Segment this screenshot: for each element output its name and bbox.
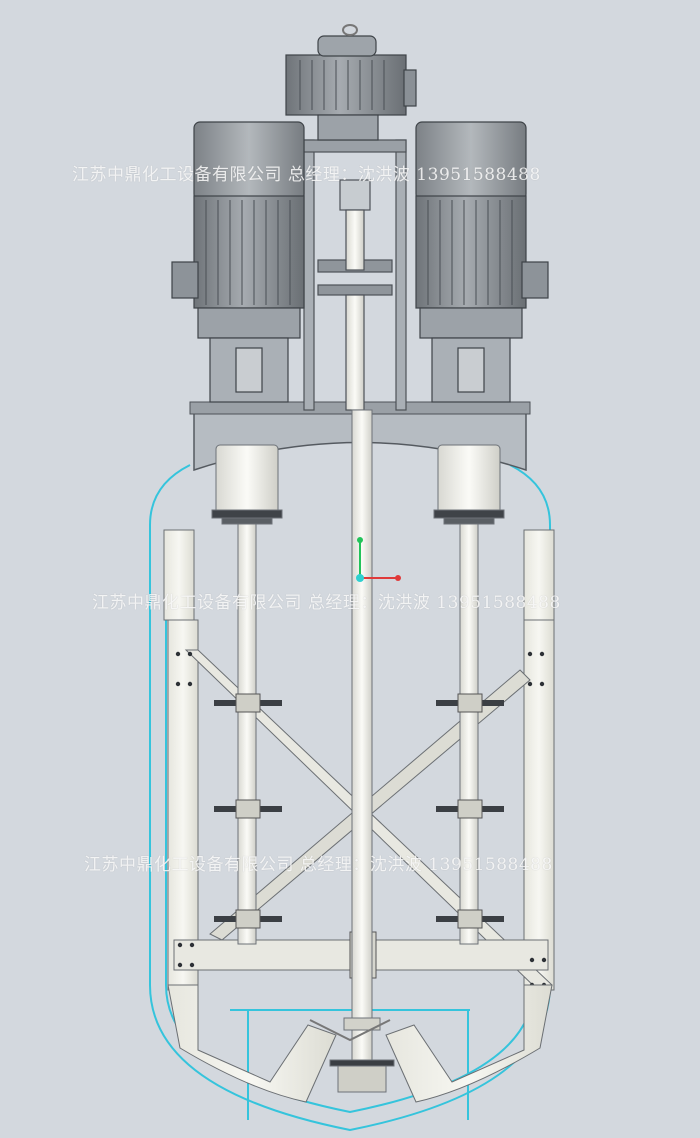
axis-triad [356,537,401,582]
baffle-right [523,619,555,991]
central-shaft [329,409,395,1093]
watermark-text: 江苏中鼎化工设备有限公司 总经理：沈洪波 13951588488 [84,855,553,875]
baffles [163,529,555,991]
left-agitator-shaft [237,523,257,945]
seal-housings [211,444,505,525]
watermark-text: 江苏中鼎化工设备有限公司 总经理：沈洪波 13951588488 [72,165,541,185]
bolt-plates [175,651,547,988]
disperser-discs [214,693,504,929]
baffle-left [167,619,199,991]
side-shafts [237,523,479,945]
vessel-outer-wall [149,464,551,1132]
central-frame [303,139,407,411]
watermark-text: 江苏中鼎化工设备有限公司 总经理：沈洪波 13951588488 [92,593,561,613]
right-motor [415,121,549,403]
top-gearbox [285,24,417,141]
anchor-agitator [167,984,553,1103]
right-agitator-shaft [459,523,479,945]
left-motor [171,121,305,403]
